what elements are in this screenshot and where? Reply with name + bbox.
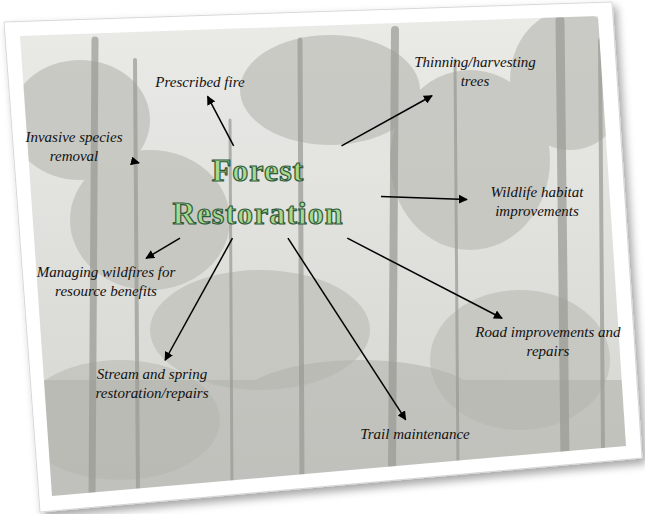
hub-title: Forest Restoration — [138, 149, 378, 235]
node-text: Stream and spring restoration/repairs — [67, 365, 237, 403]
activity-label: Trail maintenance — [335, 425, 495, 444]
activity-label: Thinning/harvesting trees — [400, 53, 550, 91]
connector-arrow — [146, 238, 180, 258]
node-text: Road improvements and repairs — [473, 323, 623, 361]
activity-label: Managing wildfires for resource benefits — [22, 263, 190, 301]
node-text: Managing wildfires for resource benefits — [22, 263, 190, 301]
node-text: Thinning/harvesting trees — [400, 53, 550, 91]
connector-arrow — [381, 196, 467, 199]
node-text: Trail maintenance — [335, 425, 495, 444]
connector-arrow — [347, 238, 502, 318]
activity-label: Prescribed fire — [135, 73, 265, 92]
node-text: Invasive species removal — [14, 128, 134, 166]
connector-arrow — [342, 96, 433, 146]
node-text: Wildlife habitat improvements — [472, 183, 602, 221]
connector-arrow — [288, 238, 406, 419]
node-text: Prescribed fire — [135, 73, 265, 92]
connector-arrow — [135, 161, 139, 163]
activity-label: Wildlife habitat improvements — [472, 183, 602, 221]
node-text: Forest Restoration — [138, 149, 378, 235]
activity-label: Road improvements and repairs — [473, 323, 623, 361]
connector-arrow — [208, 96, 234, 145]
activity-label: Stream and spring restoration/repairs — [67, 365, 237, 403]
activity-label: Invasive species removal — [14, 128, 134, 166]
connector-arrow — [165, 238, 232, 360]
